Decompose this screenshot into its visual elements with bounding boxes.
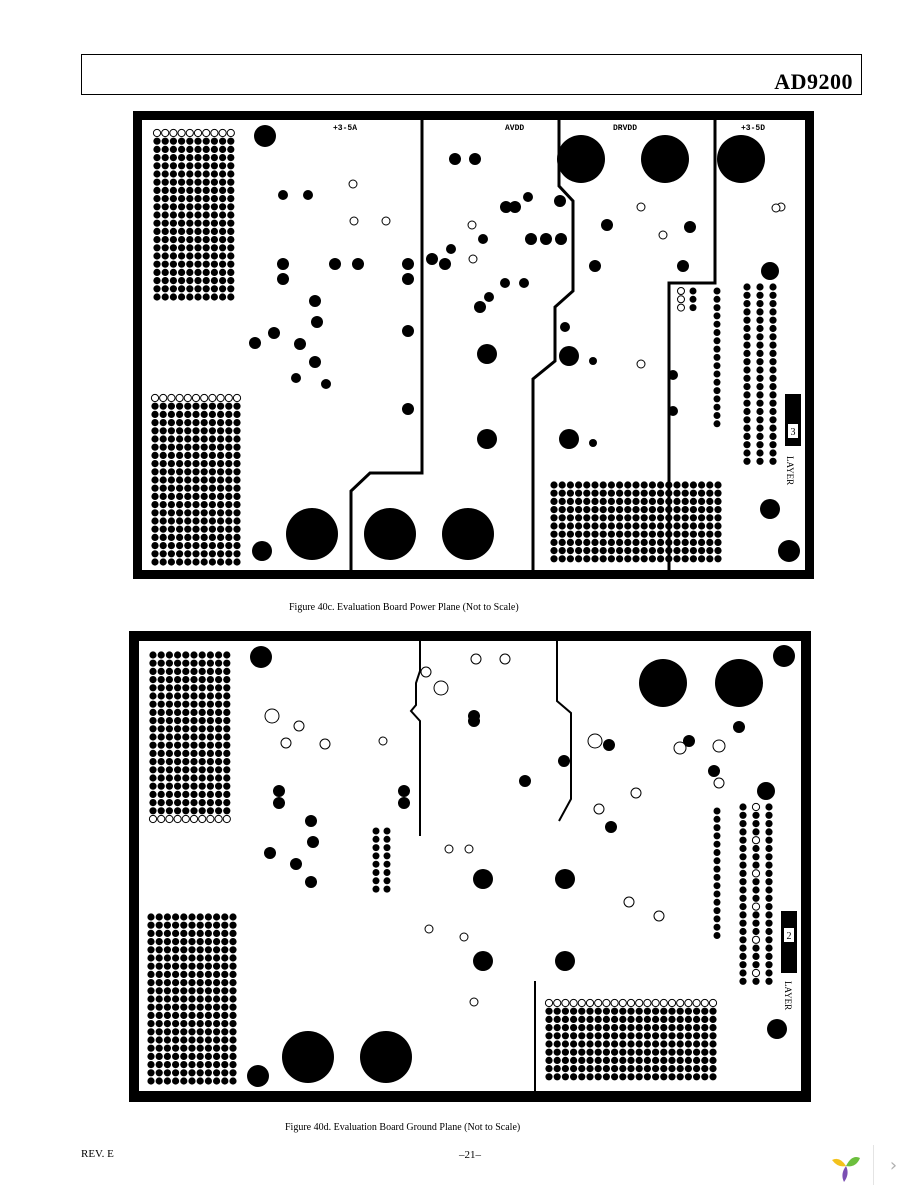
page-number: –21– — [459, 1149, 481, 1161]
layer-number: 2 — [787, 931, 792, 942]
net-label-3-5a: +3-5A — [333, 124, 357, 133]
ground-plane-board: 2 LAYER — [129, 631, 811, 1102]
viewer-logo-icon[interactable] — [826, 1150, 866, 1184]
chevron-right-icon: › — [889, 1154, 898, 1176]
layer-label: LAYER — [783, 981, 793, 1010]
part-number: AD9200 — [774, 69, 853, 94]
figure-40d-caption: Figure 40d. Evaluation Board Ground Plan… — [285, 1122, 521, 1133]
next-page-button[interactable]: › — [873, 1145, 913, 1185]
header-box: AD9200 — [81, 54, 862, 95]
revision-label: REV. E — [81, 1148, 114, 1160]
power-plane-board: +3-5A AVDD DRVDD +3-5D 3 LAYER — [133, 111, 814, 579]
figure-40c-caption: Figure 40c. Evaluation Board Power Plane… — [289, 602, 519, 613]
layer-label: LAYER — [785, 456, 795, 485]
layer-number: 3 — [791, 427, 796, 438]
net-label-drvdd: DRVDD — [613, 124, 637, 133]
net-label-avdd: AVDD — [505, 124, 524, 133]
net-label-3-5d: +3-5D — [741, 124, 765, 133]
